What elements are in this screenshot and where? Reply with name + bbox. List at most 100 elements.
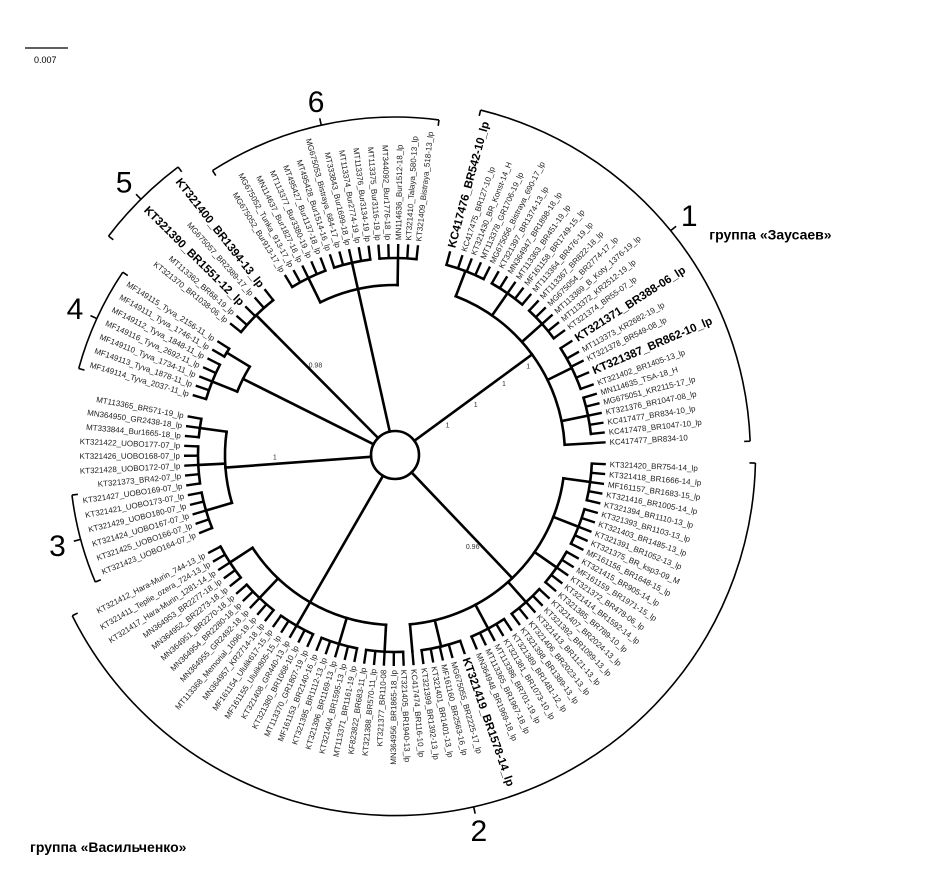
clade-number: 6: [308, 86, 325, 119]
tip-branch: [495, 623, 505, 637]
tip-branch: [581, 516, 596, 524]
tip-branch: [223, 569, 236, 580]
tip-branch: [362, 649, 368, 664]
tip-branch: [333, 643, 341, 658]
clade-5-bracket: [107, 166, 183, 241]
tip-branch: [319, 257, 327, 272]
tip-branch: [447, 644, 454, 659]
tip-branch: [588, 489, 603, 495]
clade-stem: [409, 470, 515, 580]
tip-branch: [211, 348, 225, 358]
tip-branch: [324, 640, 332, 655]
tip-branch: [565, 550, 580, 560]
tip-branch: [271, 614, 282, 628]
internal-branch: [561, 476, 592, 484]
internal-branch: [560, 414, 590, 423]
tip-branch: [544, 581, 557, 593]
tip-branch: [292, 269, 302, 283]
tip-branch: [570, 359, 585, 368]
taxon-labels: KC417476_BR542-10_lpKC417475_BR127-10_lp…: [79, 120, 714, 788]
tip-branch: [591, 441, 606, 445]
clade-1-bracket: [478, 109, 751, 443]
tip-branch: [189, 500, 204, 507]
tip-branch: [521, 293, 533, 306]
internal-branch: [520, 322, 544, 344]
tip-branch: [249, 597, 261, 610]
tip-branch: [212, 553, 226, 563]
tip-branch: [184, 473, 200, 477]
clade-number: 2: [471, 815, 488, 848]
tip-branch: [556, 566, 569, 577]
tip-branch: [192, 509, 207, 516]
tip-branch: [584, 508, 599, 515]
tip-branch: [438, 646, 445, 661]
tip-branch: [518, 607, 529, 620]
tip-branch: [459, 640, 466, 655]
taxon-label: MN364956_BR1865-18_lp: [389, 669, 399, 764]
tip-branch: [561, 558, 575, 569]
clade-stem: [224, 455, 373, 469]
taxon-label: MT344092_Bur1776-18_lp: [380, 145, 392, 241]
tip-branch: [198, 375, 213, 383]
clade-6-bracket: [211, 116, 440, 176]
tip-branch: [377, 244, 381, 259]
tip-branch: [559, 339, 573, 350]
tip-branch: [192, 393, 207, 401]
group-label-vasilchenko: группа «Васильченко»: [30, 839, 187, 855]
tip-branch: [244, 305, 257, 318]
tip-branch: [503, 618, 513, 632]
tip-branch: [315, 637, 323, 652]
tip-branch: [590, 431, 605, 436]
tip-branch: [580, 383, 595, 391]
tip-branch: [589, 421, 604, 426]
tip-branch: [242, 590, 254, 603]
tip-branch: [301, 264, 310, 279]
tip-branch: [406, 244, 410, 259]
internal-branch: [204, 501, 234, 513]
tip-branch: [514, 286, 525, 300]
clade-number: 3: [49, 530, 66, 563]
taxon-label: MN114636_Bur1512-18_lp: [394, 144, 404, 240]
taxon-label: KT321377_BR110-08: [375, 669, 388, 747]
tip-branch: [207, 545, 222, 555]
internal-branch: [532, 550, 559, 570]
clade-3-bracket: [71, 493, 102, 583]
tip-branch: [591, 462, 606, 466]
tip-branch: [328, 253, 336, 268]
tip-branch: [465, 258, 473, 272]
tip-branch: [510, 613, 521, 626]
tip-branch: [353, 648, 359, 663]
tip-branch: [506, 281, 517, 294]
support-value: 0.98: [309, 362, 323, 369]
internal-branch: [337, 616, 349, 646]
tip-branch: [411, 651, 415, 666]
tip-branch: [184, 444, 199, 448]
taxon-label: KT321422_UOBO177-07_lp: [80, 437, 181, 450]
tip-branch: [415, 245, 420, 260]
tip-branch: [229, 576, 242, 588]
scale-bar: 0.007: [25, 47, 68, 65]
tip-branch: [456, 254, 464, 269]
tip-branch: [541, 313, 554, 325]
internal-branch: [198, 426, 229, 434]
tip-branch: [229, 322, 242, 334]
tip-branch: [347, 248, 354, 264]
internal-branch: [545, 366, 574, 382]
taxon-label: KT321405_BR1940-13_lp: [399, 670, 412, 763]
taxon-label: KT321420_BR754-14_lp: [610, 460, 699, 473]
tip-branch: [585, 402, 600, 408]
tip-branch: [343, 646, 350, 661]
internal-branch: [551, 515, 581, 529]
clade-4-bracket: [77, 271, 129, 371]
tip-branch: [470, 636, 479, 650]
tip-branch: [195, 518, 210, 526]
tip-branch: [206, 357, 221, 366]
clade-number: 5: [116, 167, 133, 200]
tip-branch: [474, 261, 483, 276]
internal-branch: [454, 269, 468, 298]
tip-branch: [256, 603, 268, 616]
tip-branch: [263, 609, 275, 622]
